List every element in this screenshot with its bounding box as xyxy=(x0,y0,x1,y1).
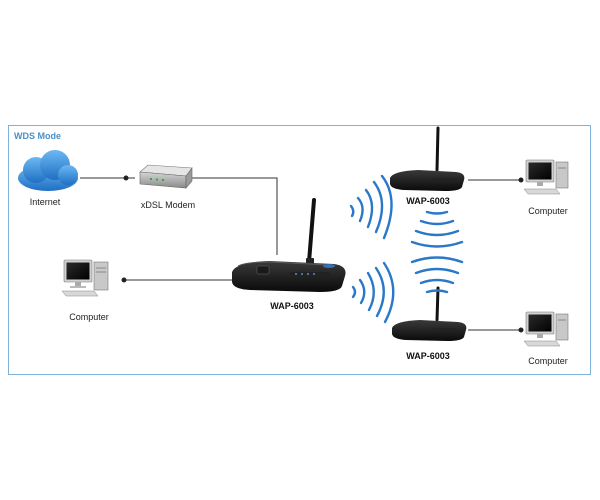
label-ap-top: WAP-6003 xyxy=(406,196,450,206)
label-computer-bottom-right: Computer xyxy=(528,356,568,366)
router-icon xyxy=(390,126,465,191)
label-computer-top-right: Computer xyxy=(528,206,568,216)
label-modem: xDSL Modem xyxy=(140,200,196,210)
label-ap-center: WAP-6003 xyxy=(270,301,314,311)
line-modem-ap xyxy=(192,177,278,255)
computer-icon xyxy=(523,311,569,347)
label-internet: Internet xyxy=(29,197,61,207)
connection-dots xyxy=(121,175,524,333)
diagram-frame xyxy=(8,125,591,375)
wireless-waves-upper xyxy=(349,174,393,240)
mode-title: WDS Mode xyxy=(14,131,61,141)
label-computer-left: Computer xyxy=(69,312,109,322)
modem-icon xyxy=(139,164,193,189)
computer-icon xyxy=(523,159,569,195)
computer-icon xyxy=(61,259,109,297)
cloud-icon xyxy=(18,150,78,191)
router-icon xyxy=(392,286,467,341)
wireless-waves-lower xyxy=(351,261,395,324)
label-ap-bottom: WAP-6003 xyxy=(406,351,450,361)
router-icon xyxy=(232,198,346,292)
wireless-waves-vertical xyxy=(410,210,464,294)
